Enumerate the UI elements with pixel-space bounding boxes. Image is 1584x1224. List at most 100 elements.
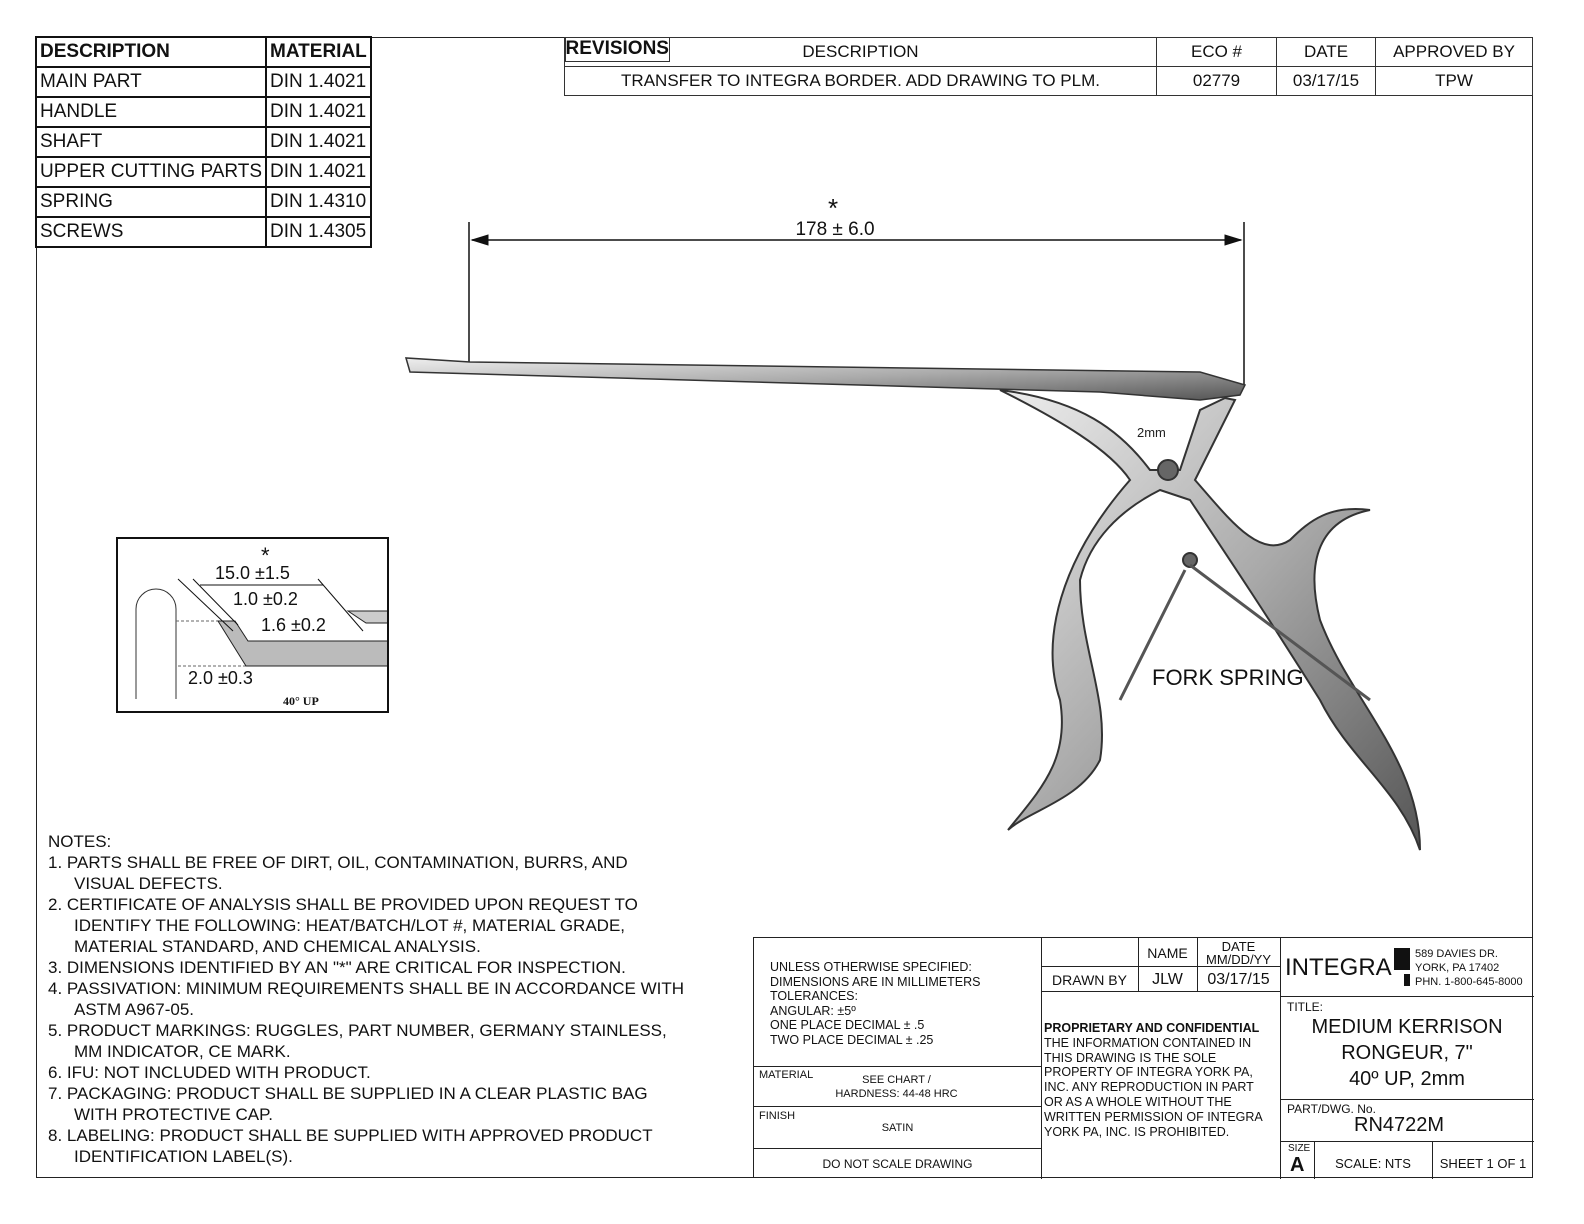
rongeur-body: [999, 389, 1421, 851]
rev-date: 03/17/15: [1276, 66, 1376, 96]
finish-label: FINISH: [759, 1110, 796, 1122]
size-marking: 2mm: [1137, 425, 1166, 440]
header-date: DATE: [1276, 37, 1376, 67]
dimension-length: 15.0 ±1.5: [215, 563, 290, 583]
proprietary-heading: PROPRIETARY AND CONFIDENTIAL: [1044, 1021, 1260, 1035]
name-header: NAME: [1147, 945, 1188, 961]
finish-value: SATIN: [881, 1122, 914, 1134]
part-number: RN4722M: [1354, 1114, 1445, 1136]
material-value: SEE CHART / HARDNESS: 44-48 HRC: [834, 1073, 959, 1101]
revisions-title: REVISIONS: [564, 37, 670, 62]
part-label: PART/DWG. No.: [1287, 1102, 1376, 1116]
header-approved: APPROVED BY: [1375, 37, 1533, 67]
dimension-width: 2.0 ±0.3: [188, 668, 253, 688]
header-description: DESCRIPTION: [34, 36, 268, 68]
material-cell: DIN 1.4021: [265, 126, 372, 158]
title-block: UNLESS OTHERWISE SPECIFIED: DIMENSIONS A…: [753, 937, 1534, 1179]
material-cell: DIN 1.4305: [265, 216, 372, 248]
drawn-by-name: JLW: [1152, 971, 1183, 988]
material-value-2: HARDNESS: 44-48 HRC: [835, 1088, 958, 1100]
note-item: 4. PASSIVATION: MINIMUM REQUIREMENTS SHA…: [48, 979, 685, 1019]
note-item: 8. LABELING: PRODUCT SHALL BE SUPPLIED W…: [48, 1126, 653, 1166]
angle-label: 40° UP: [283, 694, 319, 708]
note-item: 1. PARTS SHALL BE FREE OF DIRT, OIL, CON…: [48, 853, 628, 893]
proprietary-line: PROPERTY OF INTEGRA YORK PA,: [1044, 1065, 1253, 1080]
note-item: 7. PACKAGING: PRODUCT SHALL BE SUPPLIED …: [48, 1084, 648, 1124]
size-label: SIZE: [1288, 1143, 1311, 1154]
dimension-line: [468, 222, 1245, 385]
note-item: 2. CERTIFICATE OF ANALYSIS SHALL BE PROV…: [48, 895, 638, 956]
tolerance-line: TWO PLACE DECIMAL ± .25: [770, 1032, 934, 1047]
logo-mark-icon: [1394, 948, 1410, 970]
size-value: A: [1290, 1154, 1305, 1176]
title-label: TITLE:: [1287, 1000, 1324, 1014]
tolerances-block: UNLESS OTHERWISE SPECIFIED: DIMENSIONS A…: [770, 960, 980, 1047]
critical-mark: *: [828, 193, 838, 223]
title-line: RONGEUR, 7": [1341, 1042, 1473, 1064]
proprietary-notice: PROPRIETARY AND CONFIDENTIAL THE INFORMA…: [1044, 1021, 1263, 1139]
address-line: PHN. 1-800-645-8000: [1415, 976, 1523, 988]
address-line: 589 DAVIES DR.: [1415, 948, 1498, 960]
sheet-number: SHEET 1 OF 1: [1439, 1156, 1527, 1171]
tolerance-line: DIMENSIONS ARE IN MILLIMETERS: [770, 974, 981, 989]
fork-spring-label: FORK SPRING: [1152, 665, 1304, 690]
material-value-1: SEE CHART /: [862, 1074, 931, 1086]
note-item: 6. IFU: NOT INCLUDED WITH PRODUCT.: [48, 1063, 371, 1082]
date-header-2: MM/DD/YY: [1206, 952, 1271, 967]
rev-approved: TPW: [1375, 66, 1533, 96]
note-item: 5. PRODUCT MARKINGS: RUGGLES, PART NUMBE…: [48, 1021, 667, 1061]
material-cell: DIN 1.4021: [265, 156, 372, 188]
rev-description: TRANSFER TO INTEGRA BORDER. ADD DRAWING …: [564, 66, 1157, 96]
tolerance-line: UNLESS OTHERWISE SPECIFIED:: [770, 960, 972, 974]
critical-mark: *: [261, 543, 270, 568]
proprietary-line: YORK PA, INC. IS PROHIBITED.: [1044, 1124, 1230, 1139]
title-line: MEDIUM KERRISON: [1311, 1016, 1503, 1038]
note-item: 3. DIMENSIONS IDENTIFIED BY AN "*" ARE C…: [48, 958, 626, 977]
header-material: MATERIAL: [265, 36, 372, 68]
title-line: 40º UP, 2mm: [1349, 1068, 1465, 1090]
material-label: MATERIAL: [759, 1069, 814, 1081]
rev-eco: 02779: [1156, 66, 1277, 96]
proprietary-line: THIS DRAWING IS THE SOLE: [1044, 1050, 1217, 1065]
drawn-by-label: DRAWN BY: [1052, 972, 1127, 988]
material-cell: DIN 1.4310: [265, 186, 372, 218]
proprietary-line: INC. ANY REPRODUCTION IN PART: [1044, 1080, 1254, 1095]
material-cell: DIN 1.4021: [265, 96, 372, 128]
table-row: TRANSFER TO INTEGRA BORDER. ADD DRAWING …: [564, 66, 1533, 96]
part-cell: UPPER CUTTING PARTS: [34, 156, 268, 188]
company-address: 589 DAVIES DR. YORK, PA 17402 PHN. 1-800…: [1415, 947, 1523, 989]
drawing-title: MEDIUM KERRISON RONGEUR, 7" 40º UP, 2mm: [1280, 1014, 1534, 1092]
overall-length-dimension: 178 ± 6.0: [795, 219, 874, 240]
logo-mark-icon: [1404, 974, 1410, 986]
rongeur-shaft: [404, 357, 1247, 401]
material-cell: DIN 1.4021: [265, 66, 372, 98]
notes-heading: NOTES:: [48, 832, 112, 851]
proprietary-line: WRITTEN PERMISSION OF INTEGRA: [1044, 1109, 1263, 1124]
part-cell: SHAFT: [34, 126, 268, 158]
do-not-scale: DO NOT SCALE DRAWING: [822, 1157, 973, 1171]
proprietary-line: THE INFORMATION CONTAINED IN: [1044, 1035, 1252, 1050]
tip-detail-view: * 15.0 ±1.5 1.0 ±0.2 1.6 ±0.2 2.0 ±0.3 4…: [116, 537, 389, 713]
tolerance-line: ONE PLACE DECIMAL ± .5: [770, 1018, 925, 1032]
tolerance-line: TOLERANCES:: [770, 989, 858, 1003]
part-cell: SPRING: [34, 186, 268, 218]
notes: NOTES: 1. PARTS SHALL BE FREE OF DIRT, O…: [48, 831, 688, 1167]
part-cell: SCREWS: [34, 216, 268, 248]
part-cell: HANDLE: [34, 96, 268, 128]
proprietary-line: OR AS A WHOLE WITHOUT THE: [1044, 1094, 1232, 1109]
drawn-by-date: 03/17/15: [1207, 971, 1270, 988]
part-cell: MAIN PART: [34, 66, 268, 98]
dimension-thickness: 1.0 ±0.2: [233, 589, 298, 609]
tolerance-line: ANGULAR: ±5º: [770, 1003, 856, 1018]
date-header-1: DATE: [1221, 939, 1256, 954]
scale: SCALE: NTS: [1335, 1156, 1411, 1171]
